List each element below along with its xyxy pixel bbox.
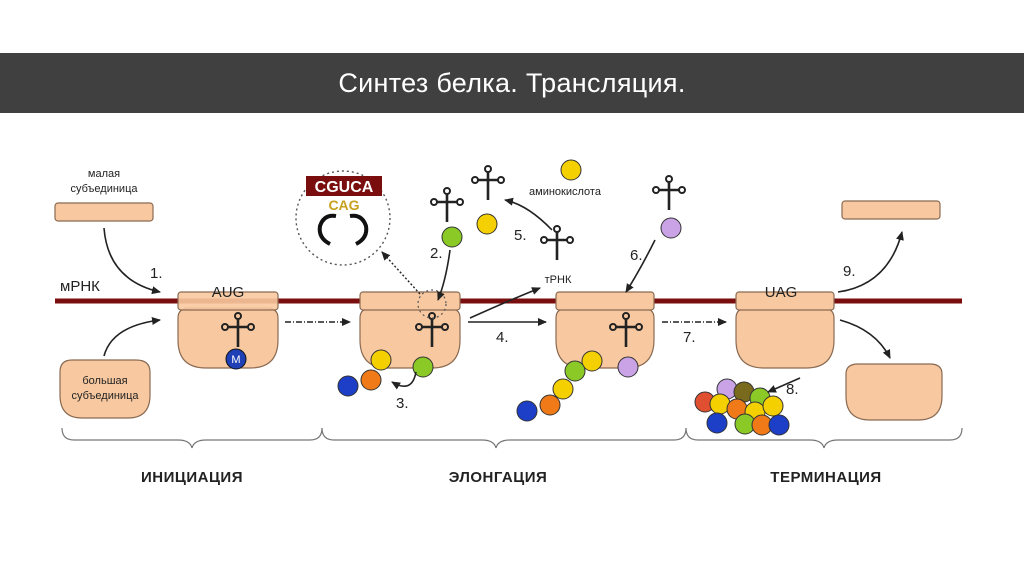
amino-acid-purple [617, 356, 639, 378]
amino-acid-yellow [370, 349, 392, 371]
large-subunit-label-1: большая [82, 375, 127, 387]
brace-initiation [61, 427, 323, 449]
step-8: 8. [786, 381, 799, 398]
small-subunit [54, 202, 154, 222]
trna-icon [539, 224, 575, 262]
methionine-circle [225, 348, 247, 370]
ribosome-4-small [735, 291, 835, 311]
amino-acid-blue [337, 375, 359, 397]
amino-acid-green [412, 356, 434, 378]
trna-icon [470, 164, 506, 202]
small-subunit-label-1: малая [88, 168, 120, 180]
arrow-zoom [381, 251, 421, 295]
ribosome-1-small [177, 291, 279, 311]
trna-label: тРНК [545, 274, 572, 286]
chain-yellow-1 [581, 350, 603, 372]
large-subunit-label-2: субъединица [71, 390, 139, 402]
small-subunit-label-2: субъединица [70, 183, 138, 195]
phase-initiation: ИНИЦИАЦИЯ [141, 469, 243, 486]
phase-elongation: ЭЛОНГАЦИЯ [449, 469, 548, 486]
step-3: 3. [396, 395, 409, 412]
ribosome-3-small [555, 291, 655, 311]
arrow-6 [625, 239, 656, 293]
arrow-1 [103, 227, 161, 295]
step-5: 5. [514, 227, 527, 244]
trna-green-amino [441, 226, 463, 248]
mrna-label: мРНК [60, 278, 100, 295]
arrow-5 [504, 197, 553, 231]
chain-yellow-2 [552, 378, 574, 400]
trna-icon [429, 186, 465, 224]
trna-icon [651, 174, 687, 212]
arrow-8 [767, 377, 801, 393]
arrow-4b [469, 287, 541, 319]
codon-top-label: CGUCA [315, 179, 374, 196]
title-bar: Синтез белка. Трансляция. [0, 53, 1024, 113]
arrow-1b [103, 317, 161, 357]
stop-codon-label: UAG [765, 284, 798, 301]
chain-orange [539, 394, 561, 416]
methionine-label: M [231, 354, 240, 366]
anticodon-loop-icon [317, 213, 369, 246]
amino-acid-orange [360, 369, 382, 391]
arrow-2 [437, 249, 451, 301]
trna-purple-amino [660, 217, 682, 239]
arrow-3 [391, 371, 417, 390]
amino-acid-label: аминокислота [529, 186, 602, 198]
large-subunit [59, 359, 151, 419]
step-1: 1. [150, 265, 163, 282]
slide-title: Синтез белка. Трансляция. [338, 67, 686, 98]
amino-acid-free [560, 159, 582, 181]
arrow-9b [839, 319, 891, 359]
codon-band [306, 176, 382, 196]
step-7: 7. [683, 329, 696, 346]
released-small-subunit [841, 200, 941, 220]
step-9: 9. [843, 263, 856, 280]
chain-green [564, 360, 586, 382]
arrow-9 [837, 231, 904, 293]
brace-termination [685, 427, 963, 449]
released-large-subunit [845, 363, 943, 421]
protein-cluster [694, 378, 790, 436]
chain-blue [516, 400, 538, 422]
brace-elongation [321, 427, 687, 449]
step-4: 4. [496, 329, 509, 346]
zoom-dotted-circle [295, 170, 391, 266]
zoom-target-circle [417, 289, 447, 319]
trna-yellow-amino [476, 213, 498, 235]
codon-bottom-label: CAG [328, 197, 359, 213]
step-6: 6. [630, 247, 643, 264]
ribosome-3-large [555, 307, 655, 369]
start-codon-label: AUG [212, 284, 245, 301]
phase-termination: ТЕРМИНАЦИЯ [770, 469, 881, 486]
ribosome-2-small [359, 291, 461, 311]
ribosome-4-large [735, 307, 835, 369]
step-2: 2. [430, 245, 443, 262]
